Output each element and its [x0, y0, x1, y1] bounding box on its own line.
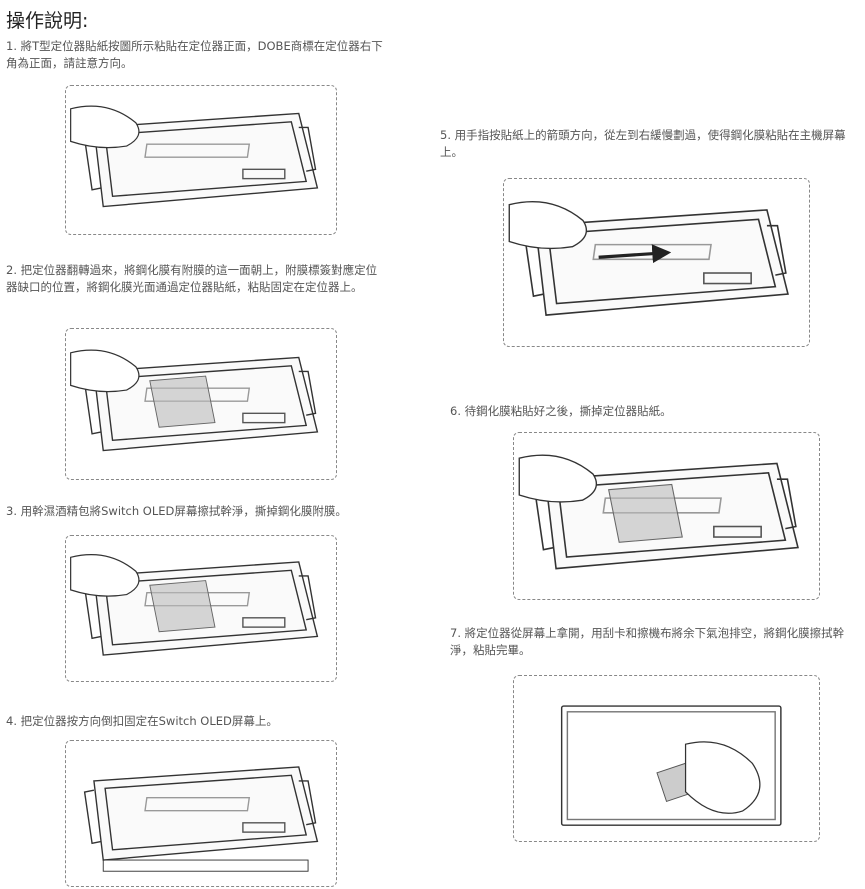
step-4-illustration	[65, 740, 337, 887]
step-6-illustration	[513, 432, 820, 600]
device-illustration	[508, 200, 789, 316]
step-7-illustration	[513, 675, 820, 842]
device-illustration	[518, 454, 799, 570]
step-1-text: 1. 將T型定位器貼紙按圖所示粘貼在定位器正面，DOBE商標在定位器右下角為正面…	[6, 39, 383, 70]
step-5-text: 5. 用手指按貼紙上的箭頭方向，從左到右緩慢劃過，使得鋼化膜粘貼在主機屏幕上。	[440, 128, 846, 159]
page-title: 操作說明:	[6, 10, 89, 32]
step-7-text: 7. 將定位器從屏幕上拿開，用刮卡和擦機布將余下氣泡排空，將鋼化膜擦拭幹淨，粘貼…	[450, 626, 845, 657]
step-6-text: 6. 待鋼化膜粘貼好之後，撕掉定位器貼紙。	[450, 404, 672, 418]
step-2-text: 2. 把定位器翻轉過來，將鋼化膜有附膜的這一面朝上，附膜標簽對應定位器缺口的位置…	[6, 263, 378, 294]
step-3-text: 3. 用幹濕酒精包將Switch OLED屏幕擦拭幹淨，撕掉鋼化膜附膜。	[6, 504, 347, 518]
device-illustration	[560, 705, 782, 826]
device-illustration	[70, 349, 319, 452]
step-4-text: 4. 把定位器按方向倒扣固定在Switch OLED屏幕上。	[6, 714, 278, 728]
step-2-illustration	[65, 328, 337, 480]
step-3-illustration	[65, 535, 337, 682]
device-illustration	[83, 766, 319, 872]
step-1-illustration	[65, 85, 337, 235]
step-5-illustration	[503, 178, 810, 347]
device-illustration	[70, 105, 319, 208]
device-illustration	[70, 554, 319, 656]
